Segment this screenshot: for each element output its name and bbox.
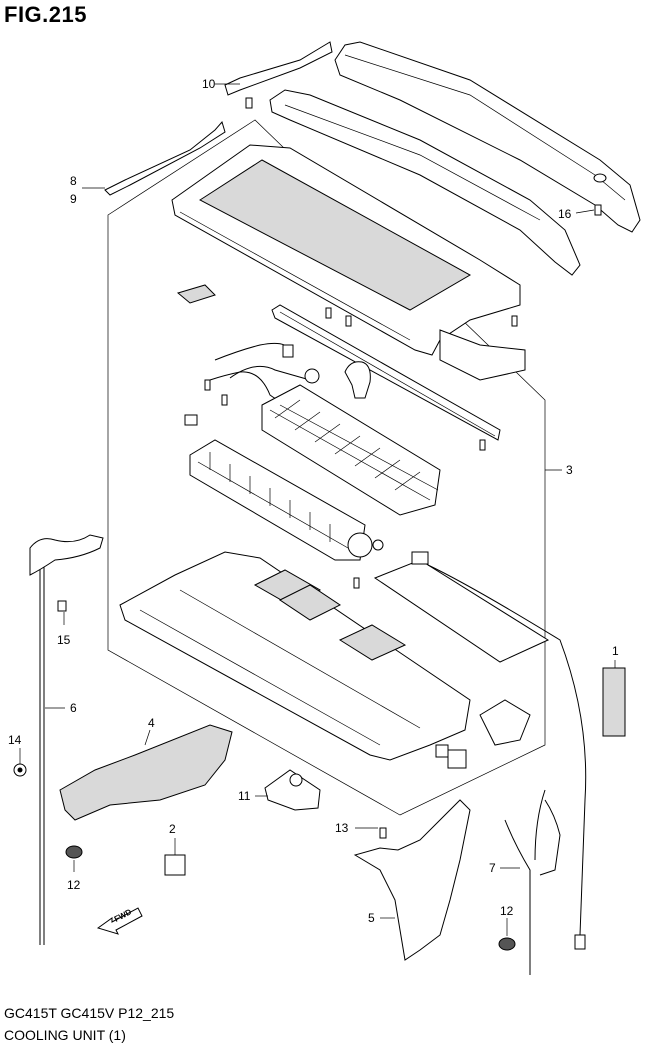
callout-13: 13 [335, 821, 349, 835]
duct-5 [353, 799, 471, 961]
clamp-14 [13, 763, 27, 777]
callout-labels: 10 8 9 16 3 1 15 6 14 4 2 12 11 13 5 7 1… [8, 77, 619, 925]
bracket-10 [224, 41, 333, 96]
evaporator-core [184, 384, 441, 516]
hose-7 [504, 789, 561, 975]
callout-14: 14 [8, 733, 22, 747]
grommet-16 [57, 600, 67, 612]
callout-10: 10 [202, 77, 216, 91]
callout-4: 4 [148, 716, 155, 730]
blower-core [189, 439, 384, 561]
long-bracket [271, 304, 501, 441]
drain-hose-6 [29, 534, 104, 945]
callout-6: 6 [70, 701, 77, 715]
assembly-outline [107, 119, 546, 816]
lower-housing [119, 551, 471, 761]
insulation-sheet [373, 551, 587, 950]
callout-2: 2 [169, 822, 176, 836]
top-cover-rail [334, 41, 641, 233]
callout-7: 7 [489, 861, 496, 875]
fwd-arrow-icon: FWD [96, 907, 143, 935]
grommet-12-right [498, 937, 516, 951]
switch-11 [264, 769, 321, 811]
upper-housing-tray [171, 144, 526, 381]
callout-9: 9 [70, 192, 77, 206]
bracket-8-9 [104, 120, 226, 196]
connector-block [435, 699, 531, 769]
callout-15: 16 [558, 207, 572, 221]
leader-lines [19, 83, 616, 936]
figure-description: COOLING UNIT (1) [4, 1027, 126, 1043]
screws [204, 97, 602, 839]
callout-8: 8 [70, 174, 77, 188]
part-1-pad [602, 667, 626, 737]
callout-12-left: 12 [67, 878, 81, 892]
grommet-12-left [65, 845, 83, 859]
inner-cover-rail [269, 89, 581, 276]
model-code: GC415T GC415V P12_215 [4, 1005, 175, 1021]
figure-title: FIG.215 [4, 2, 87, 27]
duct-4 [59, 724, 233, 821]
callout-11: 11 [238, 789, 251, 803]
small-pad [176, 284, 216, 304]
callout-1: 1 [612, 644, 619, 658]
part-2-block [164, 854, 186, 876]
callout-12-right: 12 [500, 904, 514, 918]
callout-16: 15 [57, 633, 71, 647]
callout-5: 5 [368, 911, 375, 925]
harness-upper [209, 342, 371, 403]
callout-3: 3 [566, 463, 573, 477]
